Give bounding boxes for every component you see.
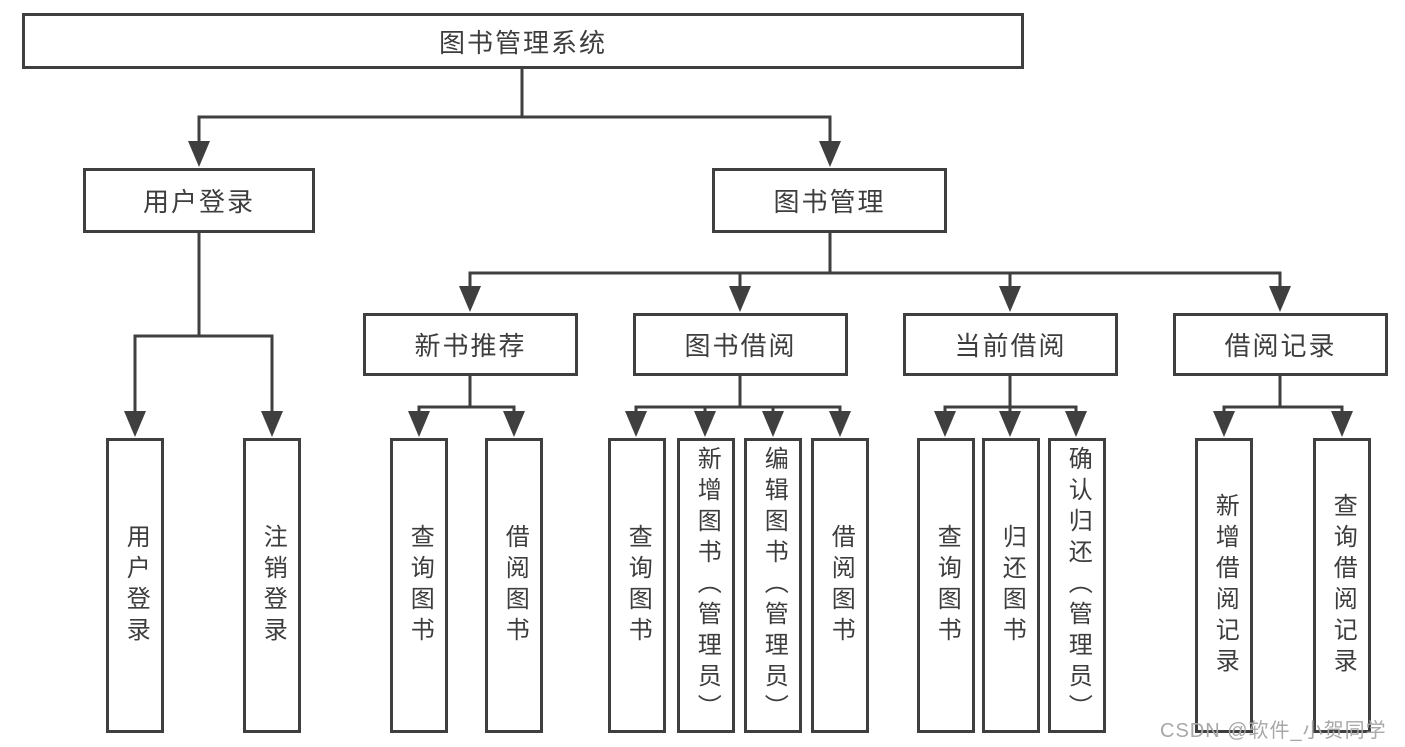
leaf-confirm-return-admin-label: 确认归还（管理员） <box>1064 446 1092 725</box>
leaf-confirm-return-admin: 确认归还（管理员） <box>1048 438 1106 733</box>
node-book-management-label: 图书管理 <box>773 187 886 217</box>
leaf-edit-books-admin-label: 编辑图书（管理员） <box>760 446 788 725</box>
node-borrowing-records: 借阅记录 <box>1173 313 1388 376</box>
node-book-management: 图书管理 <box>712 168 947 233</box>
node-book-borrowing: 图书借阅 <box>633 313 848 376</box>
leaf-borrow-books: 借阅图书 <box>811 438 869 733</box>
node-current-borrowing-label: 当前借阅 <box>954 331 1067 361</box>
node-library-system: 图书管理系统 <box>22 13 1024 69</box>
node-library-system-label: 图书管理系统 <box>438 27 607 58</box>
leaf-borrow-books-recommend: 借阅图书 <box>485 438 543 733</box>
node-borrowing-records-label: 借阅记录 <box>1224 331 1337 361</box>
node-new-book-recommend-label: 新书推荐 <box>414 331 527 361</box>
leaf-borrow-books-recommend-label: 借阅图书 <box>501 523 529 648</box>
node-user-login-label: 用户登录 <box>142 187 255 217</box>
leaf-logout-label: 注销登录 <box>259 523 287 648</box>
leaf-user-login-label: 用户登录 <box>122 523 150 648</box>
leaf-query-books-current: 查询图书 <box>917 438 975 733</box>
leaf-query-borrow-record-label: 查询借阅记录 <box>1329 492 1357 679</box>
leaf-query-books-borrowing-label: 查询图书 <box>624 523 652 648</box>
leaf-add-books-admin: 新增图书（管理员） <box>677 438 735 733</box>
csdn-watermark: CSDN @软件_小贺同学 <box>1160 720 1387 742</box>
leaf-borrow-books-label: 借阅图书 <box>827 523 855 648</box>
leaf-query-books-recommend-label: 查询图书 <box>406 523 434 648</box>
leaf-add-borrow-record: 新增借阅记录 <box>1195 438 1253 733</box>
leaf-query-books-current-label: 查询图书 <box>933 523 961 648</box>
leaf-return-books-label: 归还图书 <box>998 523 1026 648</box>
leaf-query-borrow-record: 查询借阅记录 <box>1313 438 1371 733</box>
leaf-add-books-admin-label: 新增图书（管理员） <box>693 446 721 725</box>
leaf-logout: 注销登录 <box>243 438 301 733</box>
leaf-return-books: 归还图书 <box>982 438 1040 733</box>
node-user-login: 用户登录 <box>83 168 315 233</box>
leaf-user-login: 用户登录 <box>106 438 164 733</box>
node-current-borrowing: 当前借阅 <box>903 313 1118 376</box>
leaf-edit-books-admin: 编辑图书（管理员） <box>744 438 802 733</box>
node-book-borrowing-label: 图书借阅 <box>684 331 797 361</box>
leaf-add-borrow-record-label: 新增借阅记录 <box>1211 492 1239 679</box>
leaf-query-books-recommend: 查询图书 <box>390 438 448 733</box>
node-new-book-recommend: 新书推荐 <box>363 313 578 376</box>
leaf-query-books-borrowing: 查询图书 <box>608 438 666 733</box>
